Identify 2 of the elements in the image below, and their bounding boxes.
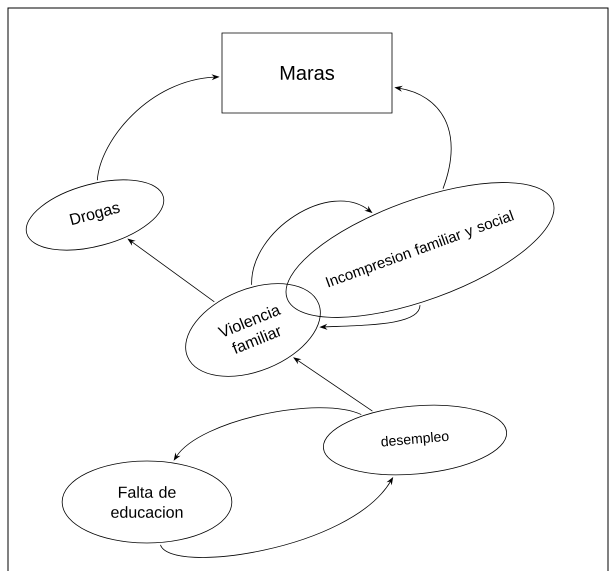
title-box: Maras — [222, 32, 392, 114]
ellipse-node: Falta de educacion — [62, 460, 232, 544]
